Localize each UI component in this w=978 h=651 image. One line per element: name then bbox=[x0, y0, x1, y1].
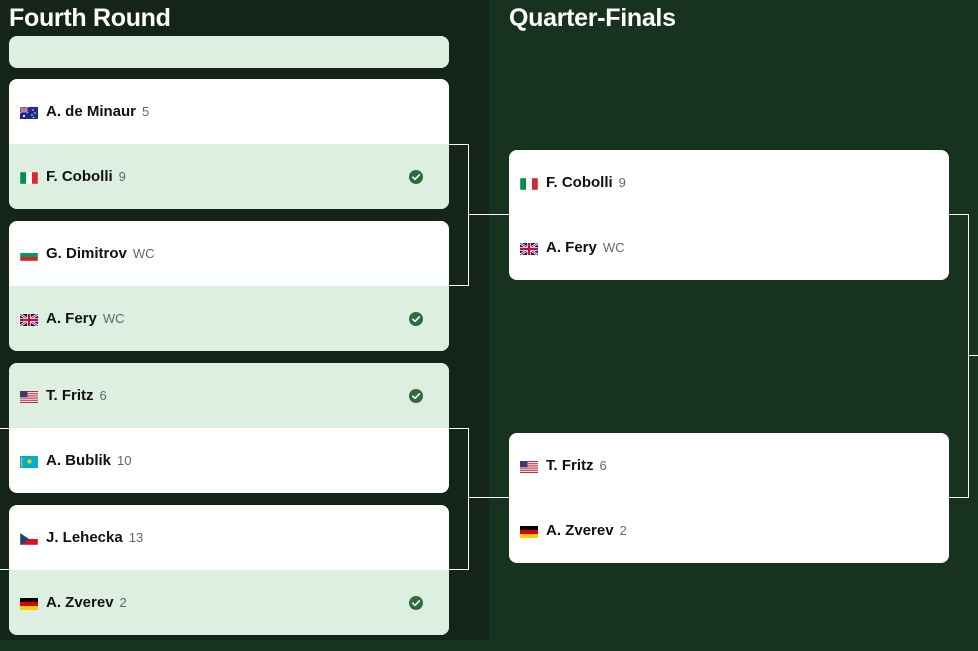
player-row[interactable]: T. Fritz 6 bbox=[509, 433, 949, 498]
player-seed: 2 bbox=[119, 595, 127, 610]
kazakhstan-flag bbox=[20, 455, 38, 468]
player-row[interactable]: A. Fery WC bbox=[9, 286, 449, 351]
player-name: F. Cobolli bbox=[46, 168, 113, 185]
winner-check-icon bbox=[409, 311, 423, 326]
player-seed: 5 bbox=[142, 104, 150, 119]
player-name: A. Fery bbox=[46, 310, 97, 327]
player-seed: WC bbox=[602, 240, 625, 255]
fourth-round-heading: Fourth Round bbox=[9, 4, 171, 32]
player-name: A. Zverev bbox=[46, 594, 114, 611]
connector-line bbox=[468, 428, 469, 570]
player-name: J. Lehecka bbox=[46, 529, 123, 546]
match-card[interactable]: T. Fritz 6 A. Bublik 10 bbox=[9, 363, 449, 493]
player-name: A. Fery bbox=[546, 239, 597, 256]
connector-line bbox=[949, 214, 969, 215]
player-row[interactable]: J. Lehecka 13 bbox=[9, 505, 449, 570]
winner-check-icon bbox=[409, 169, 423, 184]
player-row[interactable]: A. Zverev 2 bbox=[509, 498, 949, 563]
italy-flag bbox=[19, 171, 39, 184]
connector-line bbox=[949, 497, 969, 498]
player-name: A. de Minaur bbox=[46, 103, 137, 120]
italy-flag bbox=[519, 177, 539, 190]
player-name: A. Bublik bbox=[46, 452, 112, 469]
player-seed: 13 bbox=[128, 530, 144, 545]
player-row[interactable]: A. Bublik 10 bbox=[9, 428, 449, 493]
player-seed: WC bbox=[132, 246, 155, 261]
czech-flag bbox=[19, 532, 39, 545]
connector-line bbox=[968, 355, 978, 356]
connector-line bbox=[0, 428, 9, 429]
connector-line bbox=[0, 569, 9, 570]
player-seed: 9 bbox=[618, 175, 626, 190]
bulgaria-flag bbox=[19, 248, 39, 261]
connector-line bbox=[468, 144, 469, 286]
player-seed: 6 bbox=[599, 458, 607, 473]
player-row[interactable]: A. de Minaur 5 bbox=[9, 79, 449, 144]
uk-flag bbox=[519, 241, 539, 256]
australia-flag bbox=[19, 106, 38, 119]
player-seed: 9 bbox=[118, 169, 126, 184]
connector-line bbox=[468, 214, 509, 215]
player-name: G. Dimitrov bbox=[46, 245, 127, 262]
player-row[interactable]: T. Fritz 6 bbox=[9, 363, 449, 428]
match-card[interactable]: J. Lehecka 13 A. Zverev 2 bbox=[9, 505, 449, 635]
player-seed: 2 bbox=[619, 523, 627, 538]
player-seed: 6 bbox=[99, 388, 107, 403]
player-row[interactable]: G. Dimitrov WC bbox=[9, 221, 449, 286]
connector-line bbox=[968, 214, 969, 498]
connector-line bbox=[468, 497, 509, 498]
player-name: A. Zverev bbox=[546, 522, 614, 539]
quarter-finals-heading: Quarter-Finals bbox=[509, 4, 676, 32]
usa-flag bbox=[20, 390, 38, 403]
connector-line bbox=[449, 144, 469, 145]
player-row[interactable]: F. Cobolli 9 bbox=[509, 150, 949, 215]
player-name: T. Fritz bbox=[546, 457, 594, 474]
partial-match-card[interactable] bbox=[9, 36, 449, 68]
germany-flag bbox=[520, 525, 538, 538]
player-seed: WC bbox=[102, 311, 125, 326]
match-card[interactable]: F. Cobolli 9 A. Fery WC bbox=[509, 150, 949, 280]
winner-check-icon bbox=[409, 595, 423, 610]
match-card[interactable]: T. Fritz 6 A. Zverev 2 bbox=[509, 433, 949, 563]
match-card[interactable]: A. de Minaur 5 F. Cobolli 9 bbox=[9, 79, 449, 209]
germany-flag bbox=[20, 597, 38, 610]
player-name: T. Fritz bbox=[46, 387, 94, 404]
usa-flag bbox=[520, 460, 538, 473]
player-seed: 10 bbox=[117, 453, 132, 468]
player-row[interactable]: A. Zverev 2 bbox=[9, 570, 449, 635]
winner-check-icon bbox=[409, 388, 423, 403]
uk-flag bbox=[19, 312, 39, 327]
connector-line bbox=[449, 569, 469, 570]
player-name: F. Cobolli bbox=[546, 174, 613, 191]
connector-line bbox=[449, 428, 469, 429]
player-row[interactable]: F. Cobolli 9 bbox=[9, 144, 449, 209]
player-row[interactable]: A. Fery WC bbox=[509, 215, 949, 280]
connector-line bbox=[449, 285, 469, 286]
